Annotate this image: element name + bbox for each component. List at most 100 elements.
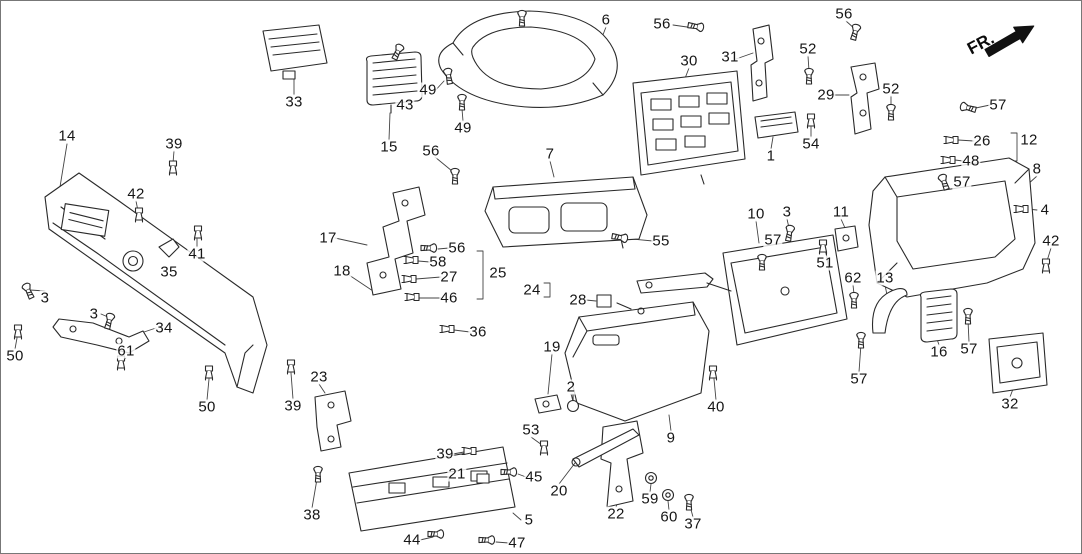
clip-54-icon [806,113,816,129]
part-9-glove-box-bin [564,301,710,422]
part-label-18: 18 [332,262,352,280]
part-label-32: 32 [1000,395,1020,413]
part-label-23: 23 [309,368,329,386]
part-label-56: 56 [447,239,467,257]
part-label-17: 17 [318,229,338,247]
screw-52-icon [804,67,814,85]
clip-42-icon [1041,258,1051,274]
part-label-24: 24 [522,281,542,299]
part-label-35: 35 [159,263,179,281]
part-label-49: 49 [418,81,438,99]
clip-36-icon [439,324,455,334]
part-label-57: 57 [849,370,869,388]
part-label-40: 40 [706,398,726,416]
part-label-62: 62 [843,269,863,287]
part-label-6: 6 [600,11,612,29]
part-label-39: 39 [435,445,455,463]
part-7-center-tray [484,176,648,249]
part-label-57: 57 [763,231,783,249]
part-label-21: 21 [447,465,467,483]
part-label-37: 37 [683,515,703,533]
part-label-10: 10 [746,205,766,223]
part-label-15: 15 [379,138,399,156]
screw-47-icon [478,535,496,545]
clip-4-icon [1013,204,1029,214]
clip-46-icon [404,292,420,302]
part-10-glove-box-lid [722,234,848,346]
part-label-38: 38 [302,506,322,524]
part-label-11: 11 [831,203,851,221]
part-32-switch-panel [988,332,1048,394]
part-19-latch-piece [476,393,580,484]
screw-57-icon [856,331,866,349]
clip-48-icon [940,155,956,165]
screw-57-icon [958,101,978,115]
screw-44-icon [427,529,445,539]
part-label-45: 45 [524,468,544,486]
part-label-42: 42 [1041,232,1061,250]
screw-37-icon [684,493,694,511]
part-label-7: 7 [544,145,556,163]
part-label-22: 22 [606,505,626,523]
clip-40-icon [708,365,718,381]
part-label-53: 53 [521,421,541,439]
screw-38-icon [313,465,323,483]
part-label-51: 51 [815,254,835,272]
part-label-58: 58 [428,253,448,271]
part-label-27: 27 [439,268,459,286]
part-label-56: 56 [421,142,441,160]
part-label-61: 61 [116,342,136,360]
clip-50-icon [13,324,23,340]
part-label-52: 52 [798,40,818,58]
clip-39-icon [461,446,477,456]
screw-57-icon [963,307,973,325]
part-label-57: 57 [988,96,1008,114]
clip-26-icon [943,135,959,145]
part-29-bracket [850,62,880,135]
part-label-14: 14 [57,127,77,145]
clip-58-icon [403,255,419,265]
grommet-59-icon [644,471,658,485]
part-label-20: 20 [549,482,569,500]
part-label-42: 42 [126,185,146,203]
bracket-24 [543,282,551,298]
part-label-19: 19 [542,338,562,356]
screw-49-icon [457,93,467,111]
part-label-3: 3 [781,203,793,221]
part-6-cluster-visor [438,10,618,109]
part-label-3: 3 [88,305,100,323]
part-label-3: 3 [39,289,51,307]
part-30-center-panel [632,70,746,185]
screw-56-icon [450,167,460,185]
part-13-curved-bracket [871,288,908,334]
part-label-49: 49 [453,119,473,137]
part-label-2: 2 [565,378,577,396]
part-label-34: 34 [154,319,174,337]
part-label-56: 56 [652,15,672,33]
part-label-4: 4 [1039,201,1051,219]
part-label-9: 9 [665,429,677,447]
part-label-55: 55 [651,232,671,250]
part-5-lower-beam [348,446,516,532]
screw-56-icon [686,20,705,33]
part-label-46: 46 [439,289,459,307]
part-label-50: 50 [5,347,25,365]
part-label-41: 41 [187,245,207,263]
part-2-knob [566,399,580,413]
part-17-support-bracket [366,186,426,296]
part-label-29: 29 [816,86,836,104]
part-28-lock [596,294,612,308]
clip-39-icon [168,160,178,176]
part-label-16: 16 [929,343,949,361]
part-21-clip [476,473,490,484]
clip-51-icon [818,239,828,255]
part-label-44: 44 [402,531,422,549]
part-label-54: 54 [801,135,821,153]
screw-56-icon [420,243,438,253]
clip-42-icon [134,207,144,223]
part-label-52: 52 [881,80,901,98]
screw-52-icon [886,103,896,121]
part-8-right-garnish [868,157,1036,298]
bracket-25 [476,250,484,300]
